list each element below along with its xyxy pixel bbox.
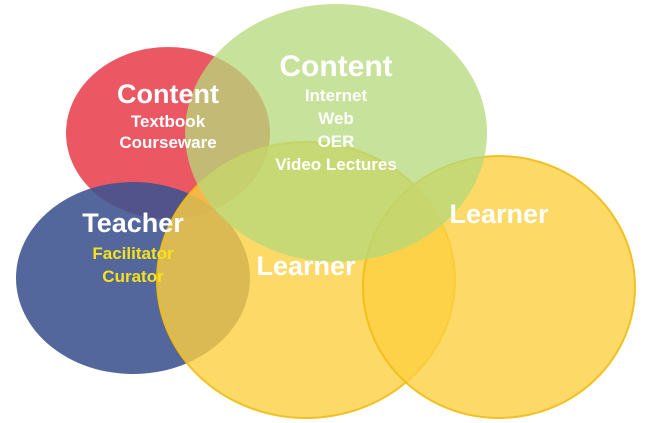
content-large-item: OER [318,132,355,151]
content-large-title: Content [279,50,392,83]
content-small-title: Content [117,79,219,109]
teacher-item: Facilitator [92,244,174,263]
teacher-item: Curator [102,267,164,286]
content-large-item: Internet [305,86,368,105]
content-small-item: Courseware [119,133,216,152]
content-large-item: Web [318,109,354,128]
content-large-item: Video Lectures [275,155,397,174]
content-small-item: Textbook [131,112,206,131]
content-large-circle [185,4,487,262]
learner-right-title: Learner [449,199,549,229]
teacher-title: Teacher [82,208,184,238]
learner-middle-title: Learner [256,251,356,281]
